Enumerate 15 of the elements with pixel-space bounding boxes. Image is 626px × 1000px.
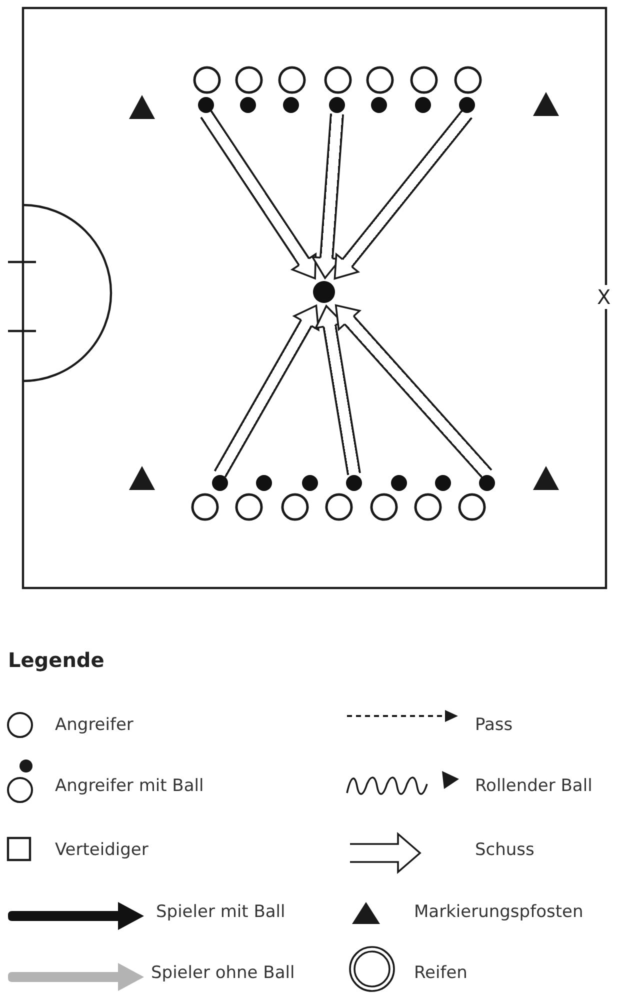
legend-text: Rollender Ball xyxy=(475,776,592,796)
shot-arrow xyxy=(214,302,322,478)
legend-text: Schuss xyxy=(475,840,534,860)
legend-text: Spieler mit Ball xyxy=(156,902,286,922)
legend-text: Verteidiger xyxy=(55,840,148,860)
shot-arrow xyxy=(314,304,361,476)
legend-text: Reifen xyxy=(414,963,468,983)
legend-text: Spieler ohne Ball xyxy=(151,963,295,983)
legend-text: Markierungspfosten xyxy=(414,902,584,922)
legend-text: Angreifer xyxy=(55,715,134,735)
field-mark-label: X xyxy=(597,285,611,309)
shot-arrow xyxy=(312,114,344,279)
legend-title: Legende xyxy=(8,648,104,672)
legend-text: Angreifer mit Ball xyxy=(55,776,204,796)
legend-text: Pass xyxy=(475,715,513,735)
